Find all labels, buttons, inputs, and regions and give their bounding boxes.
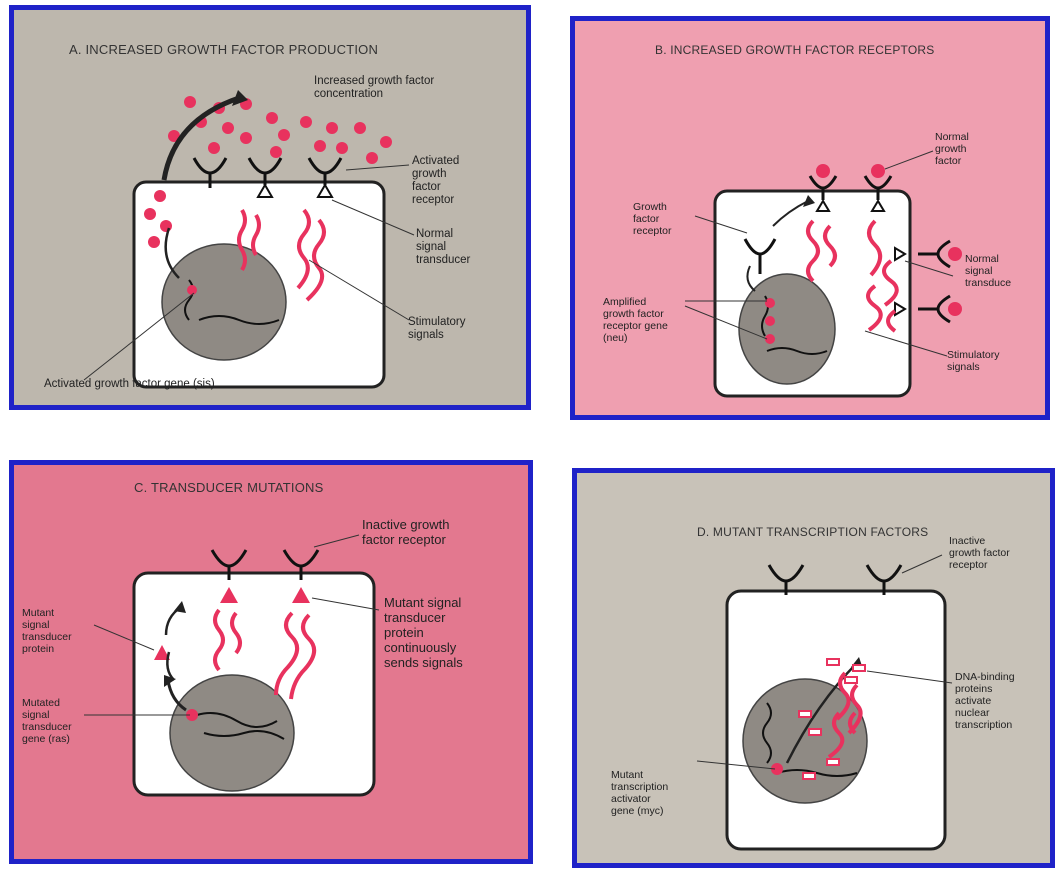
panel-a-title: A. INCREASED GROWTH FACTOR PRODUCTION xyxy=(69,42,378,57)
label-amplified-gene: Amplified growth factor receptor gene (n… xyxy=(603,296,668,344)
panel-a-diagram xyxy=(14,10,526,405)
label-dna-binding-proteins: DNA-binding proteins activate nuclear tr… xyxy=(955,671,1015,731)
label-growth-factor-receptor: Growth factor receptor xyxy=(633,201,672,237)
label-normal-growth-factor: Normal growth factor xyxy=(935,131,969,167)
label-normal-transducer-b: Normal signal transduce xyxy=(965,253,1011,289)
label-increased-concentration: Increased growth factor concentration xyxy=(314,75,434,101)
label-stimulatory-signals: Stimulatory signals xyxy=(408,316,466,342)
panel-a: A. INCREASED GROWTH FACTOR PRODUCTION In… xyxy=(9,5,531,410)
nucleus-a xyxy=(162,244,286,360)
label-mutant-transcription-gene: Mutant transcription activator gene (myc… xyxy=(611,769,668,817)
label-mutant-transducer-protein: Mutant signal transducer protein continu… xyxy=(384,595,463,670)
panel-b: B. INCREASED GROWTH FACTOR RECEPTORS Nor… xyxy=(570,16,1050,420)
label-mutated-transducer-gene: Mutated signal transducer gene (ras) xyxy=(22,697,72,745)
label-inactive-receptor-c: Inactive growth factor receptor xyxy=(362,517,449,547)
label-normal-transducer: Normal signal transducer xyxy=(416,228,470,267)
panel-d: D. MUTANT TRANSCRIPTION FACTORS Inactive… xyxy=(572,468,1055,868)
label-activated-gene: Activated growth factor gene (sis) xyxy=(44,378,215,391)
label-activated-receptor: Activated growth factor receptor xyxy=(412,155,459,207)
panel-c: C. TRANSDUCER MUTATIONS Inactive growth … xyxy=(9,460,533,864)
label-stimulatory-signals-b: Stimulatory signals xyxy=(947,349,1000,373)
panel-b-title: B. INCREASED GROWTH FACTOR RECEPTORS xyxy=(655,43,934,57)
panel-c-title: C. TRANSDUCER MUTATIONS xyxy=(134,480,324,495)
label-inactive-receptor-d: Inactive growth factor receptor xyxy=(949,535,1010,571)
gene-dot-a xyxy=(187,285,197,295)
panel-d-title: D. MUTANT TRANSCRIPTION FACTORS xyxy=(697,525,928,539)
amplified-gene-dots-b xyxy=(765,298,775,344)
label-mutant-transducer-left: Mutant signal transducer protein xyxy=(22,607,72,655)
